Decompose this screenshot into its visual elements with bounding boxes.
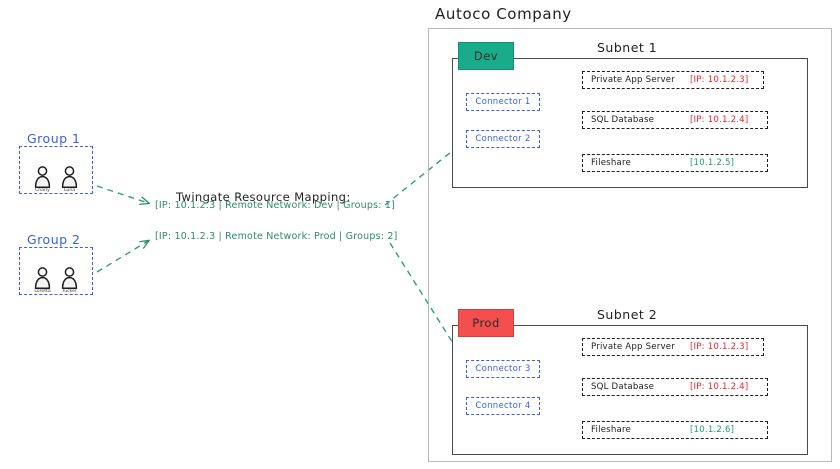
group-1-label: Group 1 bbox=[27, 131, 81, 146]
mapping-line-prod: [IP: 10.1.2.3 | Remote Network: Prod | G… bbox=[155, 231, 398, 242]
env-badge-dev-label: Dev bbox=[473, 49, 499, 63]
env-badge-dev[interactable]: Dev bbox=[458, 42, 514, 70]
group-2-box[interactable]: Loretta Tucker bbox=[19, 247, 93, 295]
group-1-member-1: Luna bbox=[61, 166, 78, 193]
connector-2-label: Connector 2 bbox=[475, 134, 531, 144]
group-1-members: Charly Luna bbox=[20, 147, 92, 193]
group-2-member-0: Loretta bbox=[34, 267, 51, 294]
group-2-member-1: Tucker bbox=[61, 267, 78, 294]
company-title: Autoco Company bbox=[435, 5, 572, 23]
subnet2-resource-private-app-server[interactable]: Private App Server [IP: 10.1.2.3] bbox=[582, 338, 764, 356]
person-name: Luna bbox=[63, 188, 76, 193]
connector-4-label: Connector 4 bbox=[475, 401, 531, 411]
connector-1[interactable]: Connector 1 bbox=[466, 93, 540, 111]
env-badge-prod-label: Prod bbox=[472, 316, 500, 330]
person-icon bbox=[61, 267, 78, 289]
subnet-1-title: Subnet 1 bbox=[597, 40, 658, 55]
resource-ip: [10.1.2.5] bbox=[690, 158, 735, 168]
subnet1-resource-private-app-server[interactable]: Private App Server [IP: 10.1.2.3] bbox=[582, 71, 764, 89]
subnet-2-title: Subnet 2 bbox=[597, 307, 658, 322]
resource-name: Private App Server bbox=[591, 342, 675, 352]
company-frame bbox=[428, 28, 832, 462]
resource-name: Private App Server bbox=[591, 75, 675, 85]
resource-name: SQL Database bbox=[591, 115, 655, 125]
mapping-line-dev: [IP: 10.1.2.3 | Remote Network: Dev | Gr… bbox=[155, 200, 396, 211]
arrow-group2-to-mapping2 bbox=[96, 241, 148, 273]
person-name: Loretta bbox=[34, 289, 51, 294]
group-1-member-0: Charly bbox=[34, 166, 51, 193]
person-name: Charly bbox=[35, 188, 50, 193]
connector-3-label: Connector 3 bbox=[475, 364, 531, 374]
connector-3[interactable]: Connector 3 bbox=[466, 360, 540, 378]
person-icon bbox=[34, 166, 51, 188]
resource-ip: [IP: 10.1.2.3] bbox=[690, 75, 749, 85]
env-badge-prod[interactable]: Prod bbox=[458, 309, 514, 337]
subnet2-resource-fileshare[interactable]: Fileshare [10.1.2.6] bbox=[582, 421, 768, 439]
resource-ip: [10.1.2.6] bbox=[690, 425, 735, 435]
group-2-members: Loretta Tucker bbox=[20, 248, 92, 294]
resource-name: SQL Database bbox=[591, 382, 655, 392]
mapping-title: Twingate Resource Mapping: bbox=[176, 190, 351, 204]
person-icon bbox=[61, 166, 78, 188]
resource-ip: [IP: 10.1.2.4] bbox=[690, 115, 749, 125]
resource-ip: [IP: 10.1.2.3] bbox=[690, 342, 749, 352]
person-name: Tucker bbox=[62, 289, 77, 294]
connector-1-label: Connector 1 bbox=[475, 97, 531, 107]
subnet1-resource-fileshare[interactable]: Fileshare [10.1.2.5] bbox=[582, 154, 768, 172]
connector-4[interactable]: Connector 4 bbox=[466, 397, 540, 415]
resource-name: Fileshare bbox=[591, 425, 632, 435]
subnet2-resource-sql-database[interactable]: SQL Database [IP: 10.1.2.4] bbox=[582, 378, 768, 396]
connector-2[interactable]: Connector 2 bbox=[466, 130, 540, 148]
group-2-label: Group 2 bbox=[27, 232, 81, 247]
person-icon bbox=[34, 267, 51, 289]
resource-name: Fileshare bbox=[591, 158, 632, 168]
resource-ip: [IP: 10.1.2.4] bbox=[690, 382, 749, 392]
group-1-box[interactable]: Charly Luna bbox=[19, 146, 93, 194]
subnet1-resource-sql-database[interactable]: SQL Database [IP: 10.1.2.4] bbox=[582, 111, 768, 129]
arrow-group1-to-mapping1 bbox=[96, 185, 148, 203]
